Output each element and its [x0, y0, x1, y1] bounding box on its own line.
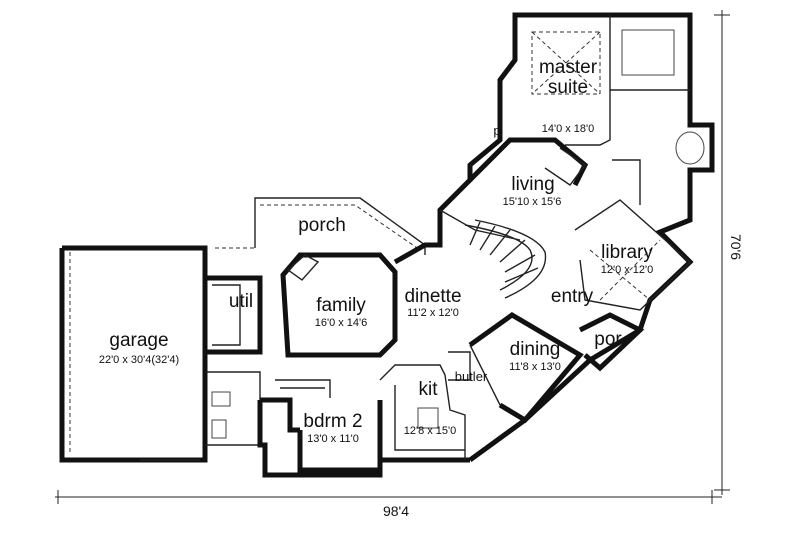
por-label: por [594, 329, 622, 350]
dining-label: dining [509, 339, 561, 360]
family-walls [280, 252, 398, 358]
bdrm2-walls [275, 379, 383, 473]
entry-label: entry [550, 286, 594, 307]
garage-size: 22'0 x 30'4(32'4) [98, 354, 180, 366]
dinette-label: dinette [404, 286, 462, 307]
library-size: 12'0 x 12'0 [600, 264, 654, 276]
master-suite-label-line2: suite [547, 77, 589, 98]
dimension-lines [55, 10, 730, 504]
living-label: living [511, 174, 555, 195]
bdrm2-label: bdrm 2 [303, 411, 363, 432]
powder-room-label: p [493, 123, 501, 138]
kitchen-walls [379, 351, 471, 460]
porch-outline [215, 197, 426, 255]
master-suite-size: 14'0 x 18'0 [541, 123, 595, 135]
family-label: family [316, 295, 366, 316]
kit-size: 12'8 x 15'0 [403, 425, 457, 437]
dinette-size: 11'2 x 12'0 [407, 307, 459, 319]
porch-label: porch [298, 215, 346, 236]
dining-walls [468, 312, 584, 424]
kit-label: kit [418, 379, 438, 400]
overall-width-dimension: 98'4 [382, 503, 410, 519]
bdrm2-size: 13'0 x 11'0 [307, 433, 359, 445]
dining-size: 11'8 x 13'0 [509, 361, 561, 373]
por-walls [578, 312, 645, 372]
living-size: 15'10 x 15'6 [502, 196, 562, 208]
family-size: 16'0 x 14'6 [314, 317, 368, 329]
butler-label: butler [454, 369, 488, 384]
util-label: util [228, 291, 254, 312]
library-label: library [601, 242, 653, 263]
garage-label: garage [109, 330, 169, 351]
master-suite-interior [531, 15, 705, 205]
master-suite-label-line1: master [538, 57, 598, 78]
garage-walls [59, 245, 208, 463]
stair-drawing [464, 219, 547, 299]
overall-depth-dimension: 70'6 [728, 233, 744, 261]
library-walls [574, 199, 692, 311]
